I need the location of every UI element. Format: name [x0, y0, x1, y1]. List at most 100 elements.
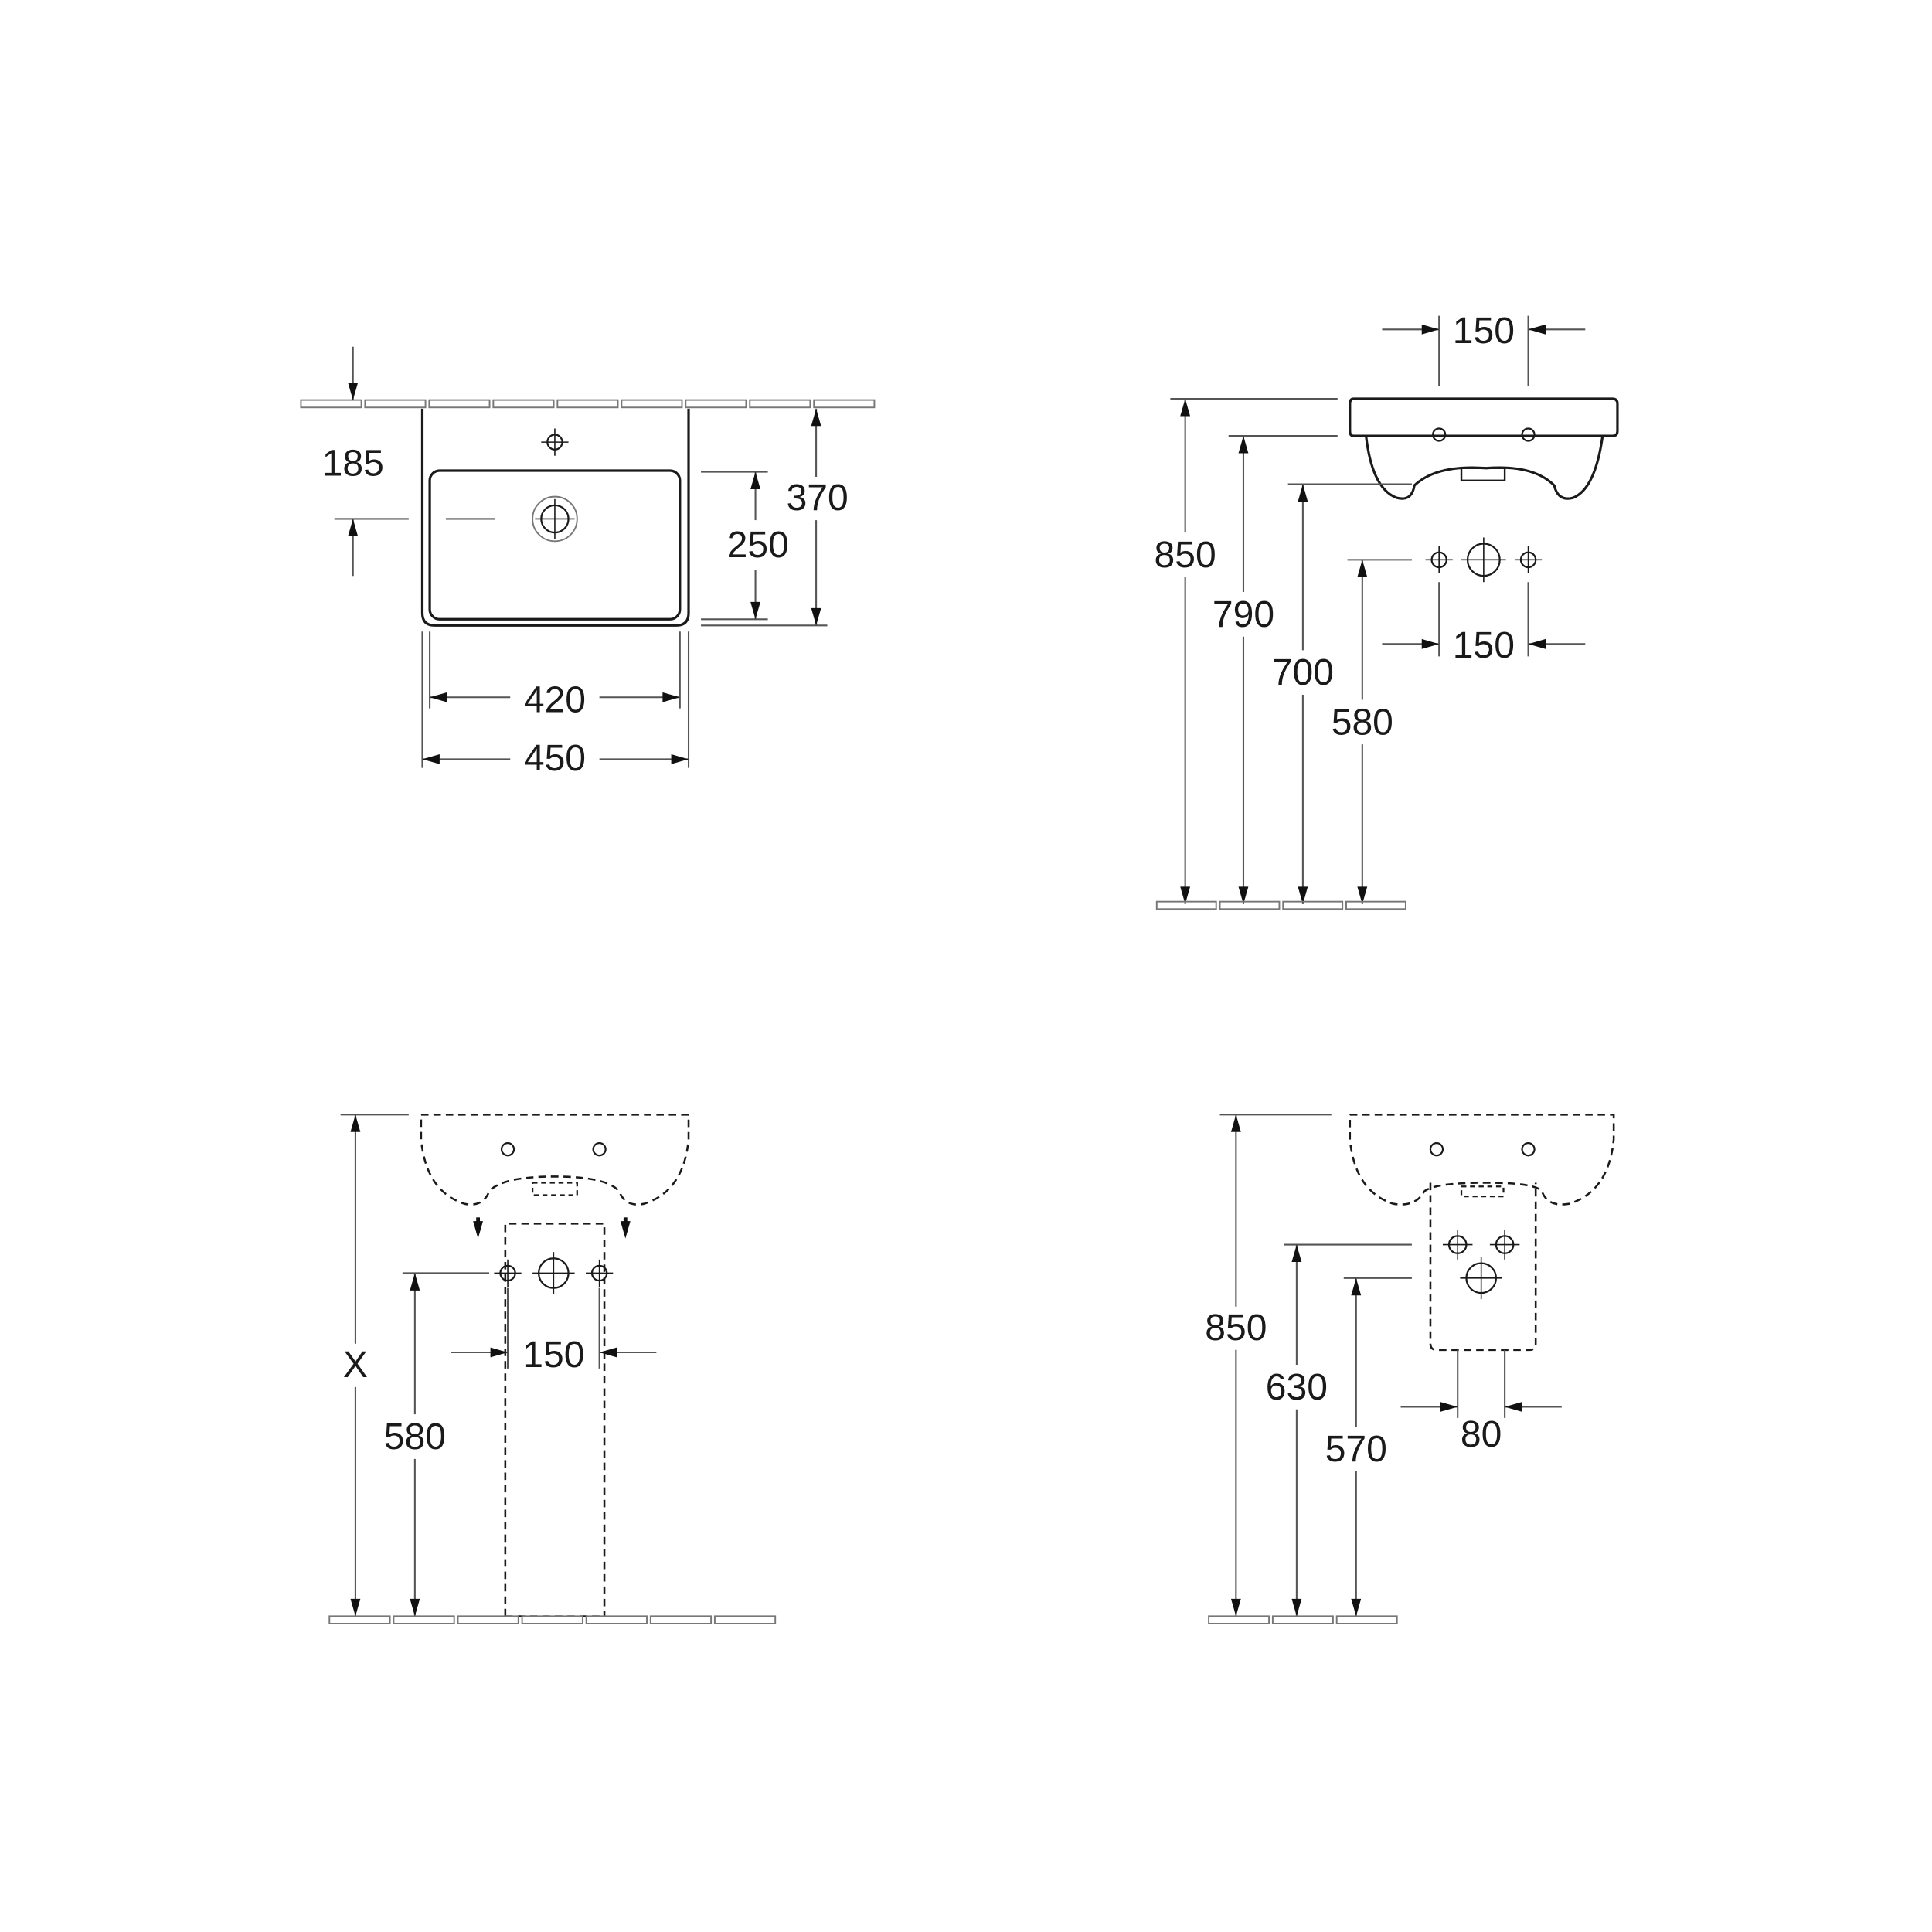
floor-segment [685, 399, 747, 409]
floor-segment [749, 399, 811, 409]
arrowhead-icon [430, 692, 447, 702]
dim-rim-height: 850 [1155, 534, 1216, 576]
floor-segment [300, 399, 362, 409]
arrowhead-icon [348, 519, 359, 536]
plan-view: 185 250 370 420 450 [322, 442, 849, 778]
dim-overflow-height: 790 [1213, 594, 1274, 635]
arrowhead-icon [1180, 886, 1191, 904]
hole-icon [1429, 1142, 1444, 1157]
basin-rim [1349, 397, 1619, 437]
basin-outline-dashed [420, 1114, 690, 1206]
arrowhead-icon [1298, 886, 1308, 904]
dim-tap-spacing-top: 150 [1453, 310, 1515, 352]
dim-semi-supply-height: 630 [1266, 1366, 1328, 1408]
arrowhead-icon [1528, 638, 1546, 649]
arrowhead-icon [1230, 1114, 1241, 1132]
arrowhead-icon [350, 1114, 361, 1132]
dim-supply-spacing: 150 [1453, 624, 1515, 666]
trap-outlet-dashed [531, 1182, 578, 1196]
arrowhead-icon [1238, 886, 1249, 904]
dim-pedestal-supply-height: 580 [384, 1416, 446, 1458]
arrowhead-icon [620, 1221, 631, 1239]
trap-outlet [1460, 467, 1506, 481]
arrowhead-icon [1351, 1598, 1362, 1617]
arrowhead-icon [1180, 399, 1191, 417]
arrowhead-icon [1298, 484, 1308, 502]
floor-segment [1219, 900, 1281, 910]
floor-segment [1271, 1615, 1334, 1624]
arrowhead-icon [410, 1598, 420, 1617]
dim-underside-height: 700 [1272, 651, 1334, 693]
hole-icon [1521, 1142, 1536, 1157]
arrowhead-icon [1440, 1402, 1458, 1412]
arrowhead-icon [348, 383, 359, 400]
dim-semi-supply-spacing: 80 [1461, 1413, 1502, 1455]
floor-segment [1282, 900, 1344, 910]
dim-pedestal-height: X [343, 1344, 368, 1386]
arrowhead-icon [1505, 1402, 1522, 1412]
semi-pedestal-view: 850 630 570 80 [1205, 1307, 1502, 1470]
arrowhead-icon [1291, 1598, 1302, 1617]
arrowhead-icon [1238, 436, 1249, 454]
arrowhead-icon [410, 1273, 420, 1291]
floor-segment [1335, 1615, 1398, 1624]
floor-segment [585, 1615, 648, 1624]
floor-segment [1155, 900, 1217, 910]
arrowhead-icon [811, 408, 821, 427]
floor-segment [556, 399, 619, 409]
arrowhead-icon [1230, 1598, 1241, 1617]
floor-segment [1345, 900, 1406, 910]
drawing-geometry [300, 315, 1619, 1624]
hole-icon [592, 1142, 607, 1157]
arrowhead-icon [662, 692, 680, 702]
dim-bowl-depth: 250 [727, 524, 789, 566]
floor-segment [521, 1615, 583, 1624]
arrowhead-icon [599, 1347, 617, 1358]
floor-segment [428, 399, 491, 409]
basin-outline-dashed [1349, 1114, 1615, 1206]
dim-total-depth: 370 [787, 477, 849, 519]
basin-outline [420, 408, 690, 627]
pedestal-outline [504, 1223, 606, 1617]
hole-icon [500, 1142, 515, 1157]
arrowhead-icon [671, 753, 689, 764]
hole-icon [1521, 427, 1536, 442]
dim-semi-waste-height: 570 [1325, 1428, 1387, 1470]
arrowhead-icon [1291, 1244, 1302, 1263]
floor-segment [621, 399, 683, 409]
dim-supply-height: 580 [1332, 701, 1393, 743]
side-view: 150 850 790 700 580 150 [1155, 310, 1515, 743]
arrowhead-icon [473, 1221, 483, 1239]
arrowhead-icon [1351, 1277, 1362, 1296]
floor-segment [1208, 1615, 1270, 1624]
arrowhead-icon [490, 1347, 509, 1358]
trap-outlet-dashed [1460, 1185, 1505, 1198]
drain-ring [532, 495, 578, 543]
arrowhead-icon [750, 601, 760, 620]
arrowhead-icon [422, 753, 440, 764]
dim-pedestal-supply-spacing: 150 [522, 1334, 584, 1376]
arrowhead-icon [750, 471, 760, 490]
arrowhead-icon [811, 607, 821, 626]
arrowhead-icon [1421, 324, 1440, 335]
arrowhead-icon [1357, 886, 1368, 904]
floor-segment [813, 399, 876, 409]
floor-segment [649, 1615, 713, 1624]
arrowhead-icon [350, 1598, 361, 1617]
dim-total-width: 450 [524, 737, 586, 779]
dim-semi-rim-height: 850 [1205, 1307, 1267, 1349]
floor-segment [393, 1615, 455, 1624]
arrowhead-icon [1421, 638, 1440, 649]
floor-segment [492, 399, 555, 409]
siphon-cover-outline [1429, 1182, 1537, 1352]
floor-segment [713, 1615, 777, 1624]
arrowhead-icon [1528, 324, 1546, 335]
dim-wall-offset: 185 [322, 442, 384, 484]
dim-bowl-width: 420 [524, 679, 586, 720]
arrowhead-icon [1357, 560, 1368, 577]
hole-icon [1432, 427, 1447, 442]
floor-segment [457, 1615, 519, 1624]
basin-bowl [428, 469, 682, 621]
